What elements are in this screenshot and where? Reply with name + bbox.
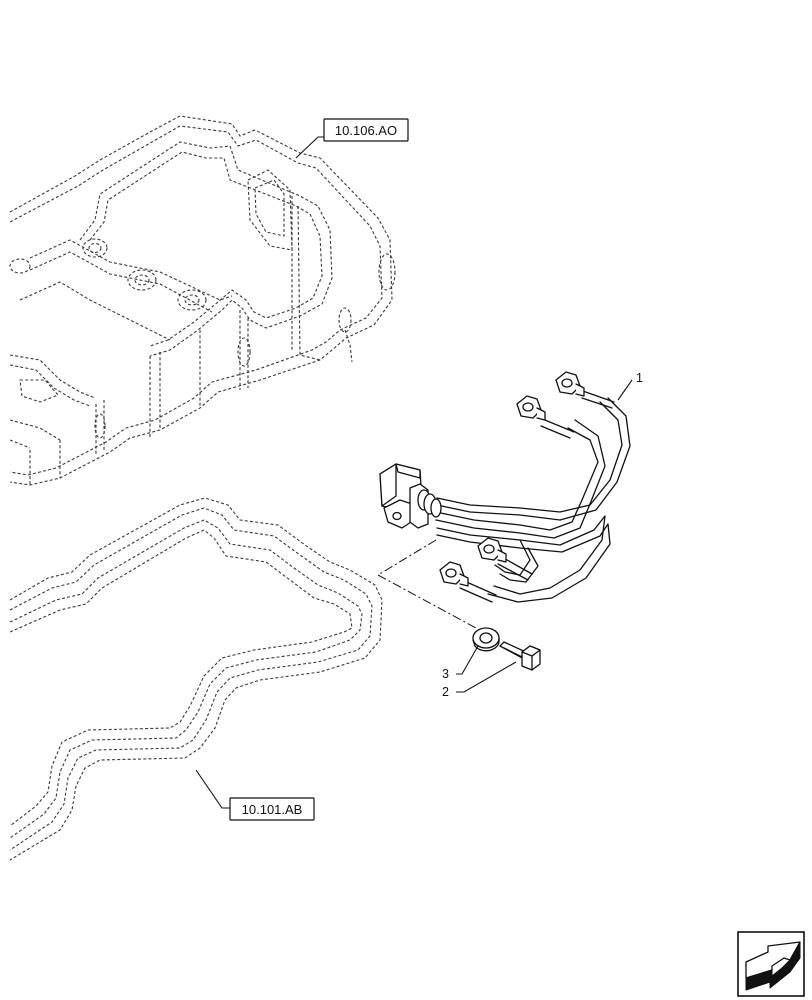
ring-terminal-b — [516, 395, 546, 421]
ring-terminal-a — [555, 371, 585, 397]
callout-1-label: 1 — [636, 371, 643, 385]
ref-top-group[interactable]: 10.106.AO — [295, 118, 409, 159]
arrow-icon[interactable] — [737, 931, 805, 997]
ref-box-top[interactable] — [323, 118, 409, 142]
ref-bottom-group[interactable]: 10.101.AB — [195, 769, 315, 821]
injector-harness: 1 — [379, 371, 643, 603]
bolt: 2 — [442, 641, 541, 699]
cylinder-head-outline — [9, 115, 396, 486]
ref-label-bottom[interactable]: 10.101.AB — [242, 802, 303, 817]
assembly-line-b — [377, 574, 477, 629]
harness-connector — [379, 463, 442, 529]
ref-box-bottom[interactable] — [229, 797, 315, 821]
washer: 3 — [442, 627, 500, 681]
ring-terminal-d — [439, 561, 469, 587]
ref-label-top[interactable]: 10.106.AO — [335, 123, 397, 138]
assembly-line-a — [377, 539, 437, 576]
callout-2-label: 2 — [442, 685, 449, 699]
ring-terminal-c — [477, 537, 507, 563]
callout-3-label: 3 — [442, 667, 449, 681]
gasket-outline — [9, 497, 383, 861]
